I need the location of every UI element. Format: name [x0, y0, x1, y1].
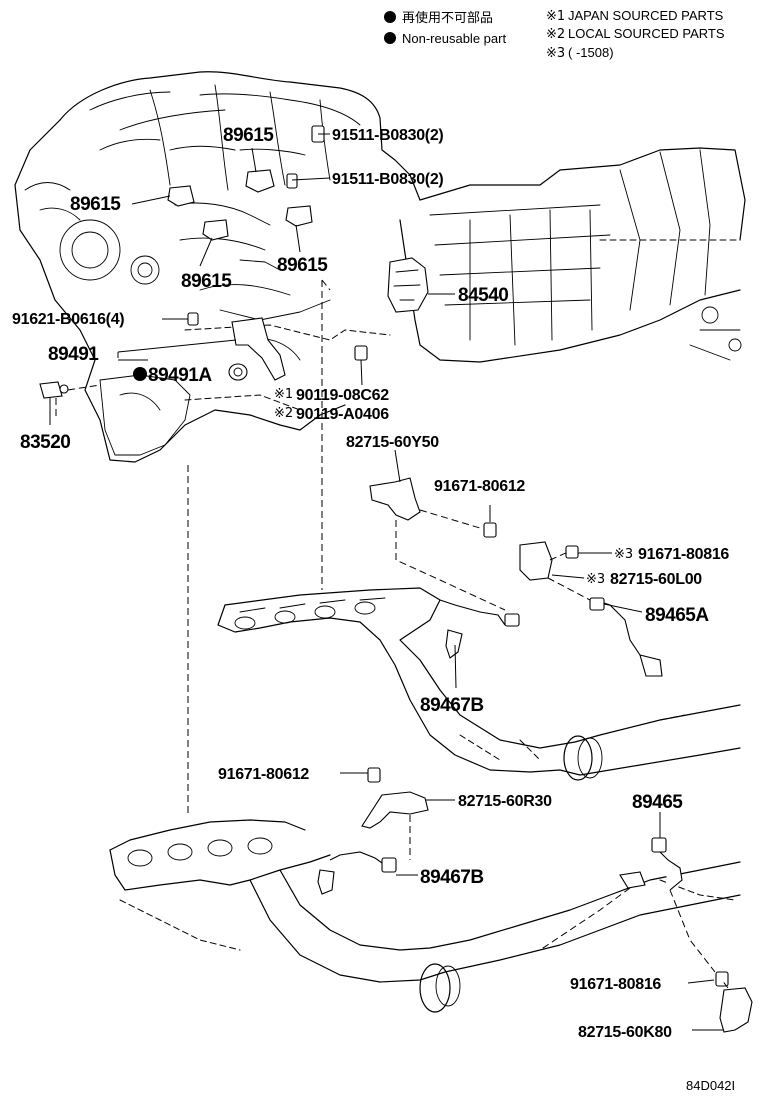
oil-pressure-switch-icon: [39, 381, 63, 399]
exhaust-manifold-upper: [217, 477, 741, 781]
label-83520: 83520: [20, 432, 70, 453]
knock-sensor-icon: [167, 185, 195, 207]
label-91511-lower: 91511-B0830(2): [332, 171, 443, 188]
label-89615-bottom-right: 89615: [277, 255, 328, 276]
label-90119-1: 90119-08C62: [296, 387, 389, 404]
non-reusable-dot-icon: [384, 32, 396, 44]
label-89615-bottom-left: 89615: [181, 271, 232, 292]
bolt-icon: [187, 312, 199, 326]
bolt-icon: [354, 345, 368, 361]
label-82715-60r30: 82715-60R30: [458, 793, 552, 810]
bracket-icon: [369, 477, 421, 521]
o2-sensor-icon: [619, 871, 646, 889]
label-82715-60k80: 82715-60K80: [578, 1024, 672, 1041]
label-82715-60l00: 82715-60L00: [610, 571, 702, 588]
label-89491a: 89491A: [148, 365, 212, 386]
bracket-icon: [719, 987, 753, 1033]
knock-sensor-icon: [202, 219, 229, 241]
small-parts-upper: [39, 125, 368, 399]
bolt-icon: [367, 767, 381, 783]
o2-sensor-icon: [639, 654, 663, 677]
engine-block-illustration: [14, 71, 421, 463]
note-2-mark: ※2: [546, 27, 565, 42]
bolt-icon: [286, 173, 298, 189]
legend: 再使用不可部品 Non-reusable part ※1 JAPAN SOURC…: [384, 8, 725, 61]
label-89465a: 89465A: [645, 605, 709, 626]
non-reusable-dot-icon: [384, 11, 396, 23]
label-82715-60l00-mark: ※3: [586, 572, 605, 587]
bolt-icon: [565, 545, 579, 559]
non-reusable-dot-icon: [133, 367, 147, 381]
label-91671-80816-upper: 91671-80816: [638, 546, 729, 563]
crank-sensor-icon: [231, 317, 286, 381]
legend-nonreusable-text: Non-reusable part: [402, 31, 506, 46]
label-89465: 89465: [632, 792, 683, 813]
note-3-text: ( -1508): [568, 45, 614, 60]
bolt-icon: [483, 522, 497, 538]
exhaust-manifold-lower: [109, 767, 753, 1033]
note-3-mark: ※3: [546, 46, 565, 61]
label-89491: 89491: [48, 344, 99, 365]
label-91671-80816-lower: 91671-80816: [570, 976, 661, 993]
bolt-icon: [715, 971, 729, 987]
note-1-mark: ※1: [546, 9, 565, 24]
label-91671-80816-mark: ※3: [614, 547, 633, 562]
leader-lines: [49, 133, 724, 1031]
knock-sensor-icon: [245, 169, 275, 193]
label-91671-80612-upper: 91671-80612: [434, 478, 525, 495]
label-89467b-lower: 89467B: [420, 867, 484, 888]
label-89467b-upper: 89467B: [420, 695, 484, 716]
transmission-illustration: [387, 147, 746, 363]
bracket-icon: [361, 791, 429, 829]
part-labels: 89615 91511-B0830(2) 91511-B0830(2) 8961…: [12, 125, 730, 1041]
label-90119-1-mark: ※1: [274, 387, 293, 402]
o-ring-icon: [228, 363, 248, 381]
label-82715-60y50: 82715-60Y50: [346, 434, 439, 451]
note-1-text: JAPAN SOURCED PARTS: [568, 8, 724, 23]
label-91621: 91621-B0616(4): [12, 311, 124, 328]
af-sensor-icon: [445, 629, 463, 659]
note-2-text: LOCAL SOURCED PARTS: [568, 26, 725, 41]
legend-reusable-text: 再使用不可部品: [402, 10, 493, 25]
knock-sensor-icon: [285, 205, 313, 227]
label-91671-80612-lower: 91671-80612: [218, 766, 309, 783]
label-90119-2: 90119-A0406: [296, 406, 389, 423]
af-sensor-icon: [317, 869, 335, 895]
label-89615-left: 89615: [70, 194, 121, 215]
label-90119-2-mark: ※2: [274, 406, 293, 421]
bracket-icon: [519, 541, 553, 581]
label-84540: 84540: [458, 285, 508, 306]
label-89615-top: 89615: [223, 125, 274, 146]
drawing-code: 84D042I: [686, 1078, 735, 1093]
label-91511-upper: 91511-B0830(2): [332, 127, 443, 144]
dashed-reference-lines: [55, 279, 729, 989]
